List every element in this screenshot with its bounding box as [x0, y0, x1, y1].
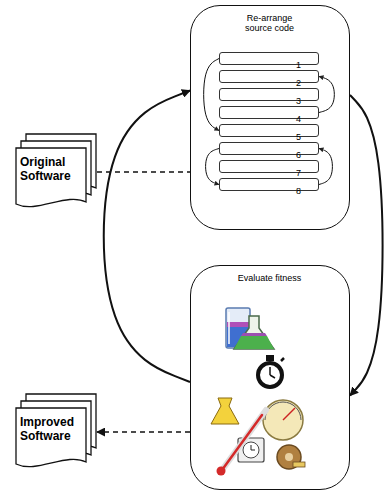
- document-stack: Improved Software: [15, 393, 97, 471]
- measuring-tools-icon-part: [251, 450, 255, 451]
- flow-arrow: [206, 149, 219, 185]
- code-line-box: 8: [219, 178, 319, 191]
- beaker-icon-part: [227, 322, 249, 327]
- document-page: [16, 148, 86, 207]
- dashed-connector: [97, 431, 190, 432]
- code-line-box: 1: [219, 52, 319, 65]
- code-line-box: 5: [219, 124, 319, 137]
- measuring-tools-icon: [211, 398, 305, 476]
- measuring-tools-icon-part: [217, 467, 226, 476]
- measuring-tools-icon-part: [283, 408, 295, 420]
- measuring-tools-icon-part: [265, 402, 301, 420]
- document-page: [16, 408, 86, 467]
- stopwatch-icon-part: [270, 375, 275, 378]
- measuring-tools-icon-part: [293, 462, 305, 467]
- flow-arrow: [319, 77, 334, 113]
- measuring-tools-icon-part: [243, 442, 259, 458]
- code-line-box: 4: [219, 106, 319, 119]
- code-line-box: 7: [219, 160, 319, 173]
- process-panel: 12345678Re-arrange source code: [190, 5, 350, 230]
- line-number: 7: [266, 168, 332, 178]
- flask-icon-part: [234, 336, 274, 349]
- document-label: Improved Software: [20, 415, 82, 443]
- line-number: 6: [266, 150, 332, 160]
- line-number: 3: [266, 96, 332, 106]
- measuring-tools-icon-part: [285, 453, 293, 461]
- stopwatch-icon-part: [269, 367, 271, 375]
- flow-arrow: [350, 95, 383, 396]
- process-panel: Evaluate fitness: [190, 265, 350, 490]
- line-number: 5: [266, 132, 332, 142]
- flow-arrow: [104, 91, 190, 383]
- measuring-tools-icon-part: [251, 445, 252, 450]
- measuring-tools-icon-part: [222, 410, 266, 470]
- code-line-box: 2: [219, 70, 319, 83]
- document-label: Original Software: [20, 155, 82, 183]
- flask-icon-part: [234, 316, 274, 349]
- stopwatch-icon-part: [258, 363, 282, 387]
- line-number: 1: [266, 60, 332, 70]
- flask-icon: [234, 316, 274, 349]
- code-line-box: 3: [219, 88, 319, 101]
- flow-arrow: [204, 59, 219, 131]
- flow-arrow: [319, 149, 332, 185]
- measuring-tools-icon-part: [211, 398, 239, 424]
- line-number: 8: [266, 186, 332, 196]
- stopwatch-icon-part: [266, 355, 274, 361]
- measuring-tools-icon-part: [222, 415, 262, 470]
- panel-title: Evaluate fitness: [215, 273, 325, 283]
- measuring-tools-icon-part: [263, 400, 303, 440]
- flask-icon-part: [241, 333, 267, 336]
- code-line-box: 6: [219, 142, 319, 155]
- document-stack: Original Software: [15, 133, 97, 211]
- line-number: 2: [266, 78, 332, 88]
- beaker-icon-part: [228, 312, 230, 344]
- line-number: 4: [266, 114, 332, 124]
- panel-title: Re-arrange source code: [237, 13, 303, 33]
- stopwatch-icon: [258, 355, 284, 387]
- stopwatch-icon-part: [281, 358, 284, 361]
